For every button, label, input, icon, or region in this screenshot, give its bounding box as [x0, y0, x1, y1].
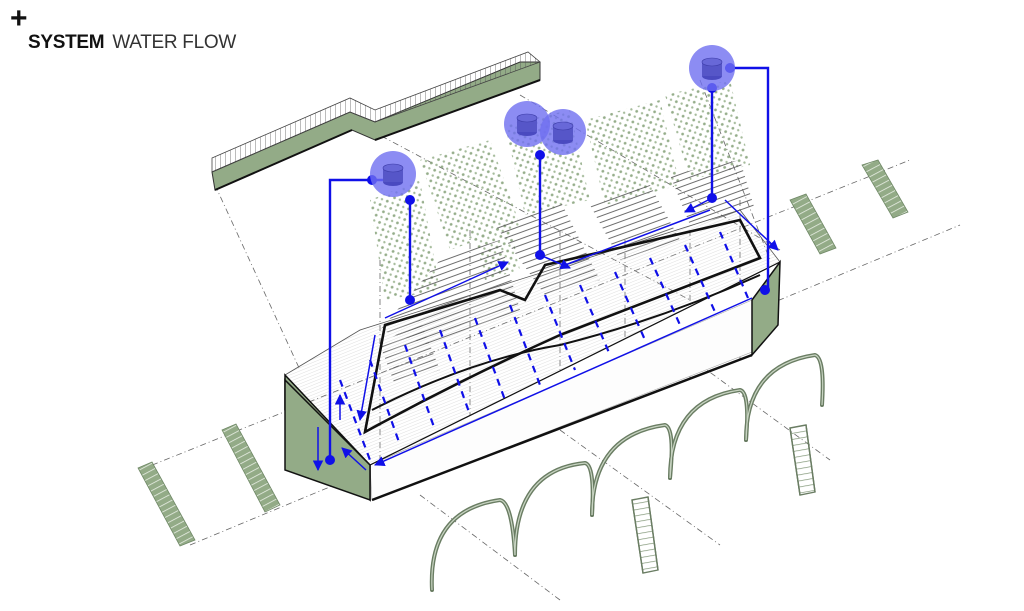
stairs	[137, 159, 909, 547]
page-title: SYSTEM WATER FLOW	[28, 32, 236, 54]
arches-highlight	[431, 354, 824, 591]
water-tanks	[370, 45, 735, 197]
ladders	[631, 424, 816, 574]
water-tank-icon	[540, 109, 586, 155]
water-tank-icon	[689, 45, 735, 91]
water-tank-icon	[370, 151, 416, 197]
fence-walkway	[211, 51, 541, 191]
water-flow-lines	[312, 66, 779, 472]
water-tank-icon	[504, 101, 550, 147]
roof-drainage-lines	[338, 231, 750, 461]
title-light: WATER FLOW	[112, 32, 236, 53]
plus-icon: +	[10, 2, 28, 35]
title-bold: SYSTEM	[28, 32, 105, 53]
